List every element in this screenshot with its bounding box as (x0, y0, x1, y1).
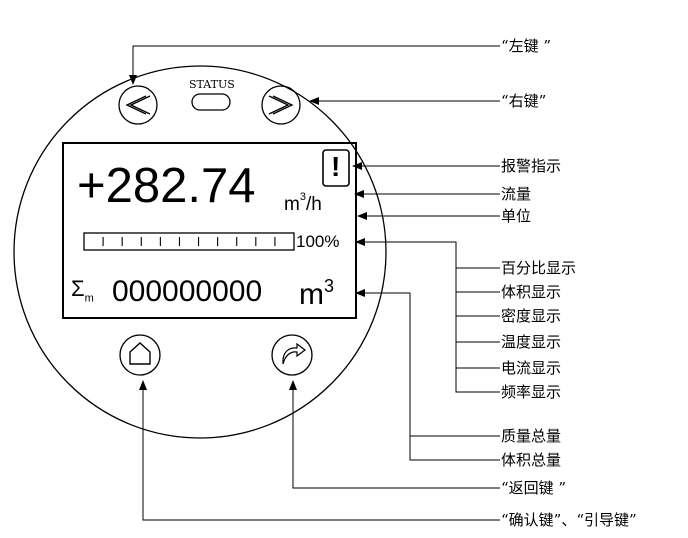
label-confirm-key: “确认键”、“引导键” (501, 511, 637, 529)
home-icon (129, 342, 151, 365)
label-volume-display: 体积显示 (501, 283, 562, 301)
callout-line-back-key (289, 380, 500, 489)
right-key-button[interactable] (261, 85, 301, 125)
total-value: 000000000 (112, 275, 263, 308)
progress-bar (83, 232, 295, 251)
sigma-sub: m (84, 292, 94, 305)
callout-line-left-key (129, 45, 500, 85)
label-unit: 单位 (501, 207, 532, 225)
flow-value: +282.74 (77, 159, 256, 213)
total-unit-main: m (299, 278, 324, 311)
callout-bracket-display (455, 267, 500, 393)
label-current-display: 电流显示 (501, 359, 562, 377)
total-unit: m3 (299, 266, 334, 315)
chevron-left-icon (125, 95, 151, 115)
callout-line-totals (355, 289, 411, 436)
callout-line-confirm-key (139, 380, 500, 521)
flow-unit-main: m (284, 194, 300, 215)
label-mass-total: 质量总量 (501, 427, 562, 445)
lcd-screen (62, 142, 357, 319)
alarm-indicator-box (322, 149, 350, 187)
callout-line-percent (355, 238, 457, 268)
flow-unit-sup: 3 (299, 191, 306, 203)
status-indicator (191, 93, 231, 111)
sigma-main: Σ (71, 276, 85, 301)
flow-unit: m3/h (284, 186, 322, 216)
flow-unit-tail: /h (305, 194, 322, 215)
label-frequency-display: 频率显示 (501, 383, 562, 401)
sigma-symbol: Σm (71, 276, 94, 311)
left-key-button[interactable] (118, 85, 158, 125)
return-arrow-icon (282, 342, 306, 365)
label-volume-total: 体积总量 (501, 451, 562, 469)
label-alarm: 报警指示 (501, 157, 562, 175)
label-density-display: 密度显示 (501, 307, 562, 325)
label-flow: 流量 (501, 185, 532, 203)
label-left-key: “左键 ” (501, 37, 552, 55)
progress-label: 100% (296, 232, 340, 251)
alarm-symbol: ! (331, 151, 341, 182)
chevron-right-icon (268, 95, 294, 115)
label-temperature-display: 温度显示 (501, 333, 562, 351)
label-right-key: “右键” (501, 92, 547, 110)
callout-bracket-totals (409, 435, 500, 461)
status-label: STATUS (189, 78, 235, 91)
confirm-key-button[interactable] (119, 334, 161, 376)
device-body-circle (13, 65, 387, 439)
label-percent-display: 百分比显示 (501, 259, 577, 277)
back-key-button[interactable] (271, 334, 313, 376)
total-unit-sup: 3 (324, 276, 335, 296)
label-back-key: “返回键 ” (501, 479, 567, 497)
